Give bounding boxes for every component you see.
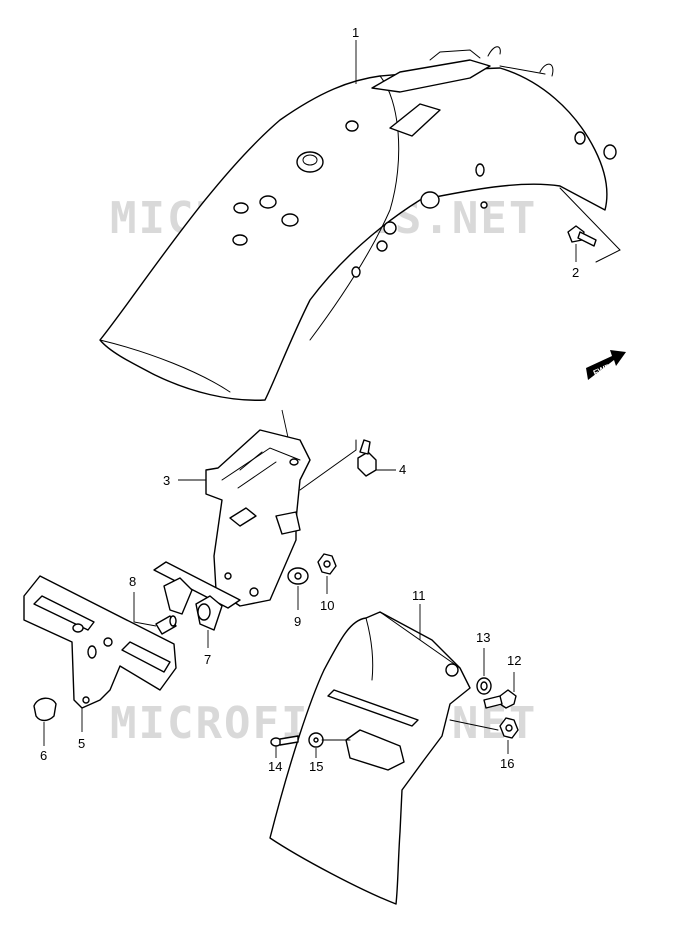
label-part-3: 3	[163, 473, 170, 488]
label-part-6: 6	[40, 748, 47, 763]
bolt-2	[559, 187, 621, 263]
mount-7	[153, 561, 241, 648]
rear-fender	[99, 40, 617, 466]
label-part-4: 4	[399, 462, 406, 477]
part-labels: 1 2 3 4 5 6 7 8 9 10 11 12 13 14 15 16	[40, 25, 579, 774]
label-part-13: 13	[476, 630, 490, 645]
label-part-2: 2	[572, 265, 579, 280]
grommet-6	[33, 697, 57, 746]
nut-16	[449, 717, 519, 754]
label-part-1: 1	[352, 25, 359, 40]
grommet-13	[476, 648, 492, 695]
label-part-7: 7	[204, 652, 211, 667]
bracket-3	[178, 429, 357, 607]
bolt-12	[483, 672, 517, 709]
label-part-5: 5	[78, 736, 85, 751]
label-part-11: 11	[412, 588, 426, 603]
collar-8	[133, 592, 177, 635]
label-part-9: 9	[294, 614, 301, 629]
label-part-14: 14	[268, 759, 282, 774]
label-part-16: 16	[500, 756, 514, 771]
bolt-4	[357, 439, 396, 477]
nut-10	[317, 553, 337, 594]
fwd-arrow-icon: FWD	[586, 350, 626, 380]
screw-14	[270, 735, 299, 758]
washer-9	[287, 567, 309, 610]
plate-bracket-5	[23, 575, 177, 732]
mud-flap-11	[269, 604, 471, 905]
label-part-12: 12	[507, 653, 521, 668]
label-part-8: 8	[129, 574, 136, 589]
label-part-15: 15	[309, 759, 323, 774]
label-part-10: 10	[320, 598, 334, 613]
washer-15	[308, 732, 351, 758]
